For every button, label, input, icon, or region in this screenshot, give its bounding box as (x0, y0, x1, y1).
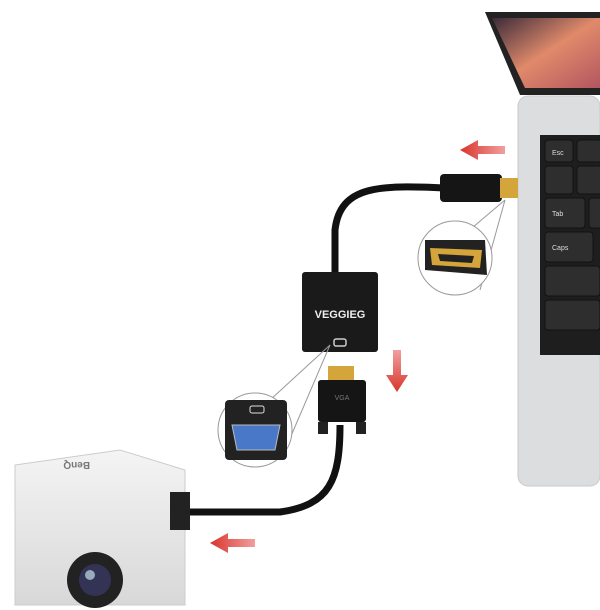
projector-brand: BenQ (63, 459, 90, 470)
arrow-left-icon (210, 533, 255, 553)
vga-port-icon (333, 338, 347, 347)
vga-closeup (217, 392, 293, 468)
arrow-left-icon (460, 140, 505, 160)
hdmi-closeup (417, 220, 493, 296)
projector: BenQ (14, 449, 190, 608)
key-tab: Tab (552, 211, 563, 218)
key-caps: Caps (552, 245, 569, 252)
laptop: Esc Tab Caps (485, 12, 600, 487)
hdmi-cable (331, 183, 446, 272)
adapter-brand: VEGGIEG (315, 309, 366, 321)
vga-label: VGA (335, 395, 350, 402)
arrow-down-icon (386, 350, 408, 392)
key-esc: Esc (552, 150, 564, 157)
hdmi-plug (440, 174, 518, 202)
adapter-box: VEGGIEG (302, 272, 378, 352)
vga-plug: VGA (318, 366, 366, 434)
vga-cable (190, 424, 344, 516)
